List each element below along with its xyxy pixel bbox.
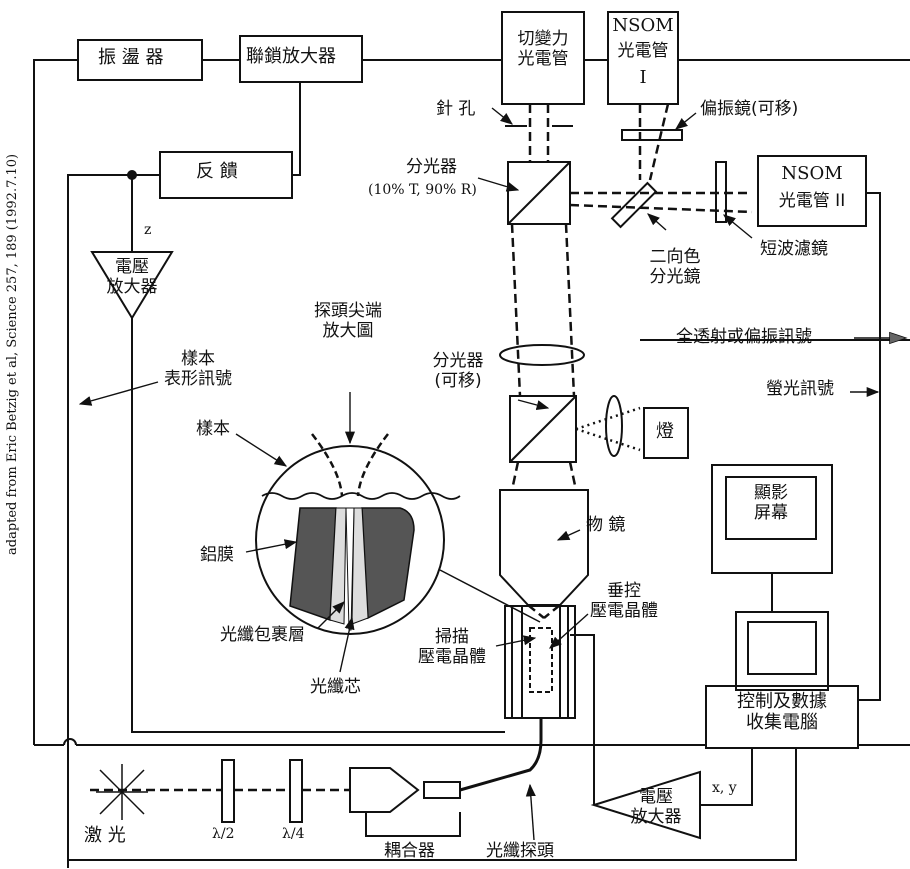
vertical-pzt-label: 垂控 壓電晶體 [590, 581, 658, 621]
dichroic-label: 二向色 分光鏡 [649, 247, 701, 287]
nsom-pmt1-label-a: NSOM [612, 15, 674, 36]
nsom-pmt2-label-b: 光電管 II [778, 191, 846, 211]
sample-label: 樣本 [196, 419, 230, 439]
fluor-signal-label: 螢光訊號 [766, 379, 834, 399]
scan-pzt-label: 掃描 壓電晶體 [418, 627, 486, 667]
scan-block [504, 605, 576, 719]
computer-box [705, 685, 859, 749]
laser-label: 激 光 [84, 825, 126, 846]
shear-force-pmt-box [501, 11, 585, 105]
beamsplitter-label: 分光器 [406, 157, 457, 177]
dichroic-plate [610, 181, 658, 229]
pinhole-label: 針 孔 [436, 99, 476, 119]
beamsplitter-ratio-label: (10% T, 90% R) [368, 182, 477, 198]
voltage-amp2-label: 電壓 放大器 [630, 787, 682, 827]
shear-force-pmt-label: 切變力 光電管 [517, 29, 569, 69]
computer-label: 控制及數據 收集電腦 [737, 691, 827, 733]
core-label: 光纖芯 [310, 677, 361, 697]
nsom-pmt1-label-c: I [639, 67, 647, 88]
short-filter-label: 短波濾鏡 [760, 239, 828, 259]
feedback-label: 反 饋 [196, 161, 238, 182]
laser-star [96, 764, 148, 820]
nsom-pmt2-label-a: NSOM [781, 163, 843, 184]
lens [499, 344, 585, 366]
cladding-label: 光纖包裹層 [220, 625, 305, 645]
display-screen [725, 476, 817, 540]
polarizer-plate [621, 129, 683, 141]
xy-label: x, y [712, 780, 737, 796]
movable-bs-label: 分光器 (可移) [432, 351, 484, 391]
lamp-box [643, 407, 689, 459]
sample-topo-label: 樣本 表形訊號 [164, 349, 232, 389]
magnified-tip [261, 433, 461, 631]
monitor-frame [735, 611, 829, 691]
half-wave-label: λ/2 [212, 826, 235, 842]
coupler-body [349, 767, 420, 813]
display-label: 顯影 屏幕 [754, 483, 788, 523]
lamp-label: 燈 [656, 421, 674, 442]
quarter-wave-label: λ/4 [282, 826, 305, 842]
voltage-amp1-triangle [90, 251, 174, 320]
fiber-probe-label: 光纖探頭 [486, 841, 554, 861]
objective-label: 物 鏡 [586, 515, 626, 535]
tip-magnifier [255, 445, 445, 635]
oscillator-label: 振 盪 器 [98, 47, 164, 68]
half-wave-plate [221, 759, 235, 823]
z-label: z [144, 222, 152, 238]
trans-polar-signal-label: 全透射或偏振訊號 [676, 327, 812, 347]
nsom-pmt1-label-b: 光電管 [617, 41, 669, 61]
objective-body [499, 489, 589, 606]
coupler-label: 耦合器 [384, 841, 435, 861]
nsom-pmt1-box [607, 11, 679, 105]
source-credit: adapted from Eric Betzig et al, Science … [5, 153, 20, 555]
nsom-pmt2-box [757, 155, 867, 227]
voltage-amp2-triangle [590, 770, 701, 840]
monitor-screen [747, 621, 817, 675]
al-film-label: 鋁膜 [200, 545, 234, 565]
lockin-label: 聯鎖放大器 [246, 46, 336, 67]
quarter-wave-plate [289, 759, 303, 823]
polarizer-label: 偏振鏡(可移) [700, 99, 799, 119]
voltage-amp1-label: 電壓 放大器 [106, 257, 158, 297]
tip-magnified-label: 探頭尖端 放大圖 [314, 301, 382, 341]
